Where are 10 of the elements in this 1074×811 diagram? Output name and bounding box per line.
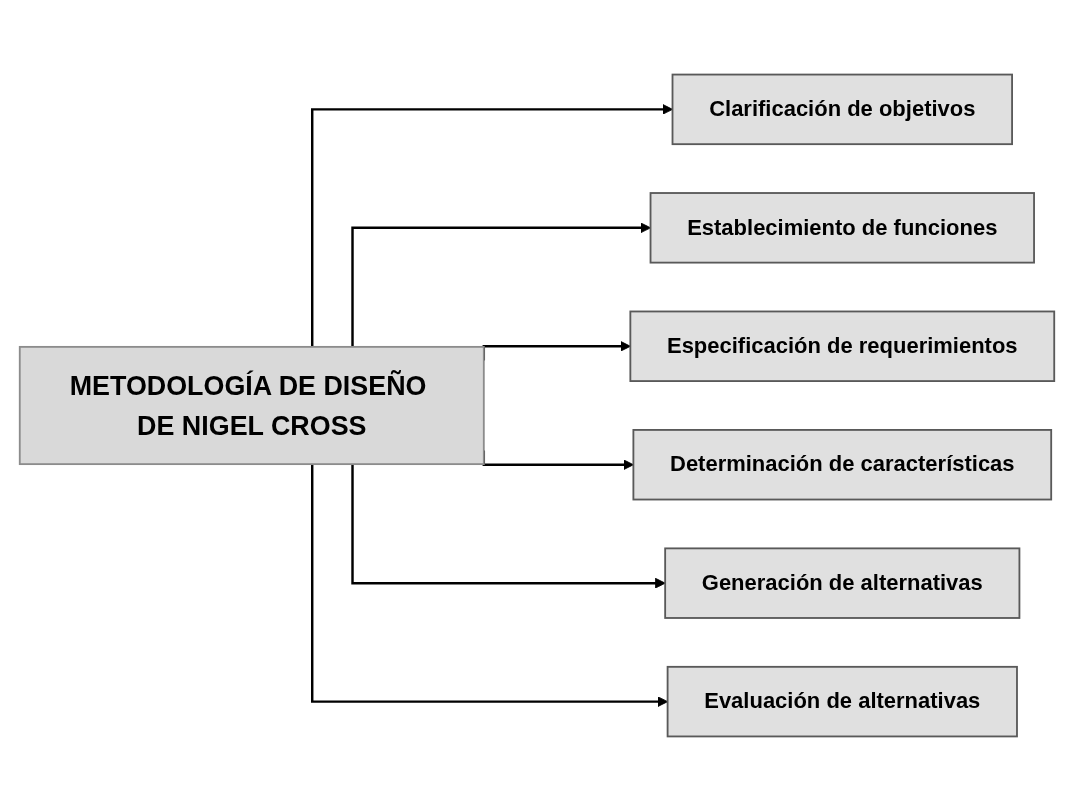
node-box: Generación de alternativas	[664, 547, 1021, 619]
arrow	[351, 464, 666, 589]
node-box: Especificación de requerimientos	[629, 310, 1056, 382]
node-box: Establecimiento de funciones	[649, 192, 1035, 264]
node-box: METODOLOGÍA DE DISEÑO DE NIGEL CROSS	[18, 345, 485, 466]
node-box: Clarificación de objetivos	[671, 73, 1013, 146]
node-box: Evaluación de alternativas	[666, 665, 1018, 738]
arrow	[311, 104, 673, 347]
arrow	[351, 222, 651, 347]
node-box: Determinación de características	[632, 429, 1053, 501]
